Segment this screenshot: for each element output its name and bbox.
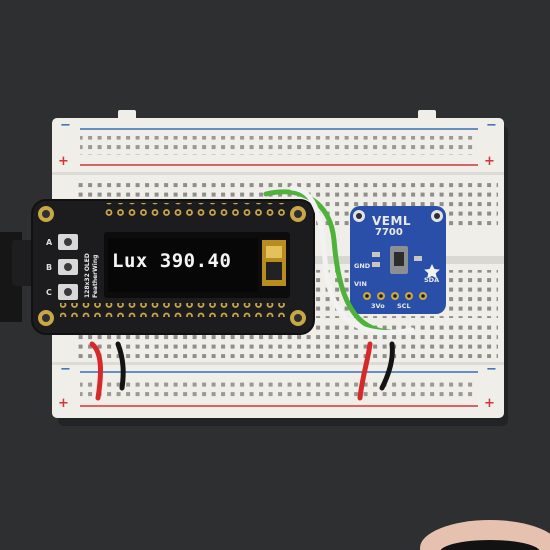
sensor-model: 7700 — [375, 227, 403, 238]
rail-minus-bottom-left: − — [60, 362, 71, 377]
oled-readout: Lux 390.40 — [112, 246, 262, 282]
button-a-label: A — [46, 238, 53, 247]
star-logo-icon — [424, 264, 440, 279]
rail-minus-bottom-right: − — [486, 362, 497, 377]
wire-white — [289, 185, 415, 335]
feather-label-featherwing: FeatherWing — [92, 254, 99, 298]
pin-label-gnd: GND — [354, 262, 371, 270]
wire-green — [263, 189, 393, 335]
button-c-label: C — [46, 288, 52, 297]
fingertip — [420, 520, 550, 550]
rail-plus-bottom-right: + — [484, 396, 495, 411]
button-c-icon[interactable] — [58, 284, 78, 300]
sensor-title: VEML — [372, 214, 412, 228]
rail-minus-top-left: − — [60, 118, 71, 133]
wire-black-left — [115, 341, 126, 391]
feather-label-oled: 128x32 OLED — [84, 253, 91, 298]
wire-black-right — [379, 341, 395, 391]
veml7700-sensor-board — [350, 206, 446, 314]
feather-oled-board — [31, 199, 315, 335]
wire-red-left — [89, 341, 103, 401]
rail-plus-top-left: + — [58, 154, 69, 169]
rail-minus-top-right: − — [486, 118, 497, 133]
oled-label: Lux — [112, 250, 148, 272]
pin-label-scl: SCL — [397, 302, 411, 310]
button-b-label: B — [46, 263, 53, 272]
rail-plus-bottom-left: + — [58, 396, 69, 411]
pin-label-vin: VIN — [354, 280, 367, 288]
pin-label-sda: SDA — [424, 276, 440, 284]
pin-label-3vo: 3Vo — [371, 302, 385, 310]
jumper-wires — [89, 185, 415, 401]
wire-red-right — [357, 341, 373, 401]
button-b-icon[interactable] — [58, 259, 78, 275]
oled-value: 390.40 — [159, 250, 232, 272]
button-a-icon[interactable] — [58, 234, 78, 250]
rail-plus-top-right: + — [484, 154, 495, 169]
